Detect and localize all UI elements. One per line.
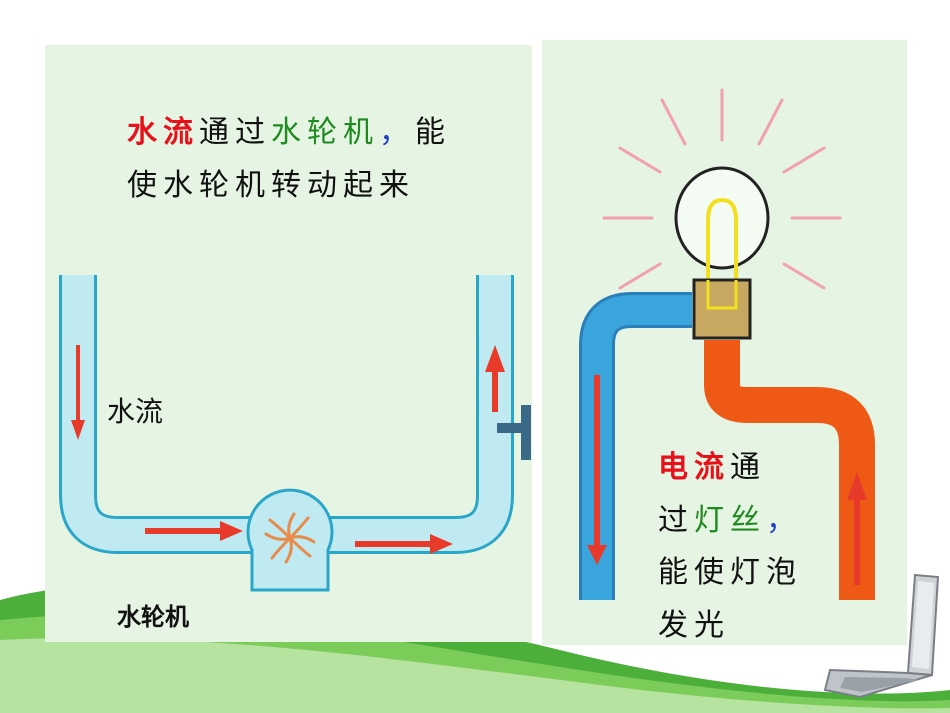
caption-part: 通 (730, 450, 766, 485)
flow-arrow-up (485, 345, 505, 412)
turbine-blades-icon (264, 512, 316, 564)
electric-caption-line3: 能使灯泡 (658, 555, 802, 590)
caption-part: 水轮机 (271, 115, 379, 150)
light-rays (602, 88, 842, 290)
turbine-label: 水轮机 (117, 602, 189, 631)
flow-arrow-right-2 (355, 534, 453, 554)
caption-part: 灯丝 (694, 503, 766, 538)
water-pipe-diagram (59, 275, 531, 592)
bulb-circuit-diagram (579, 88, 875, 600)
caption-part: ， (379, 115, 415, 150)
water-analogy-panel: 水流通过水轮机，能 使水轮机转动起来 水流 水轮机 (45, 45, 532, 642)
orange-wire (704, 340, 875, 600)
filament-icon (706, 197, 738, 302)
caption-part: 电流 (658, 450, 730, 485)
caption-part: ， (766, 503, 802, 538)
current-arrow-down (587, 375, 607, 565)
electric-caption-line1: 电流通 (658, 442, 766, 486)
water-caption-line2: 使水轮机转动起来 (127, 168, 415, 203)
caption-part: 过 (658, 503, 694, 538)
electric-caption-line2: 过灯丝， (658, 495, 802, 539)
water-caption-line1: 水流通过水轮机，能 (127, 107, 451, 151)
current-arrow-up (847, 472, 867, 585)
bulb-icon (674, 166, 770, 270)
water-flow-label: 水流 (107, 395, 164, 428)
flow-arrow-down (71, 345, 85, 440)
caption-part: 水流 (127, 115, 199, 150)
caption-part: 能 (415, 115, 451, 150)
flow-arrow-right-1 (145, 521, 243, 541)
caption-part: 通过 (199, 115, 271, 150)
valve-icon (497, 405, 531, 460)
laptop-icon (823, 573, 940, 699)
electric-analogy-panel: 电流通 过灯丝， 能使灯泡 发光 (542, 40, 907, 645)
electric-caption-line4: 发光 (658, 608, 730, 643)
